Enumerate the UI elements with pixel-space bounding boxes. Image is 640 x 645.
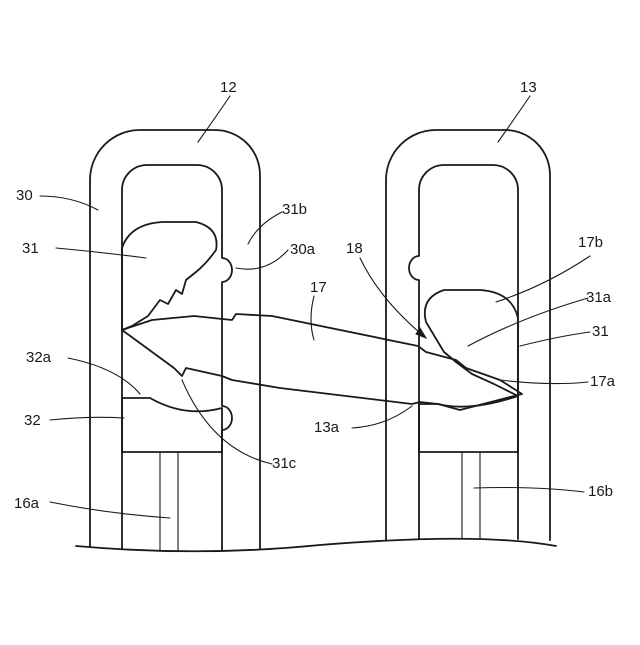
label-32: 32 — [24, 412, 41, 429]
rod-17 — [122, 314, 522, 410]
left-members-16a — [160, 452, 178, 640]
label-17: 17 — [310, 279, 327, 296]
cut-line — [76, 539, 556, 552]
label-17b: 17b — [578, 234, 603, 251]
left-wedge-31 — [122, 222, 217, 330]
label-30: 30 — [16, 187, 33, 204]
right-frame-wall — [386, 130, 550, 640]
label-16b: 16b — [588, 483, 613, 500]
label-31c: 31c — [272, 455, 297, 472]
label-31b: 31b — [282, 201, 307, 218]
label-17a: 17a — [590, 373, 616, 390]
arrow-18 — [360, 258, 426, 338]
left-block-32 — [122, 398, 222, 452]
right-members-16b — [462, 452, 480, 640]
label-16a: 16a — [14, 495, 40, 512]
label-13a: 13a — [314, 419, 340, 436]
label-31-left: 31 — [22, 240, 39, 257]
label-30a: 30a — [290, 241, 316, 258]
label-32a: 32a — [26, 349, 52, 366]
label-31-right: 31 — [592, 323, 609, 340]
label-18: 18 — [346, 240, 363, 257]
label-12: 12 — [220, 79, 237, 96]
left-frame-wall — [90, 130, 260, 640]
label-13: 13 — [520, 79, 537, 96]
label-31a: 31a — [586, 289, 612, 306]
